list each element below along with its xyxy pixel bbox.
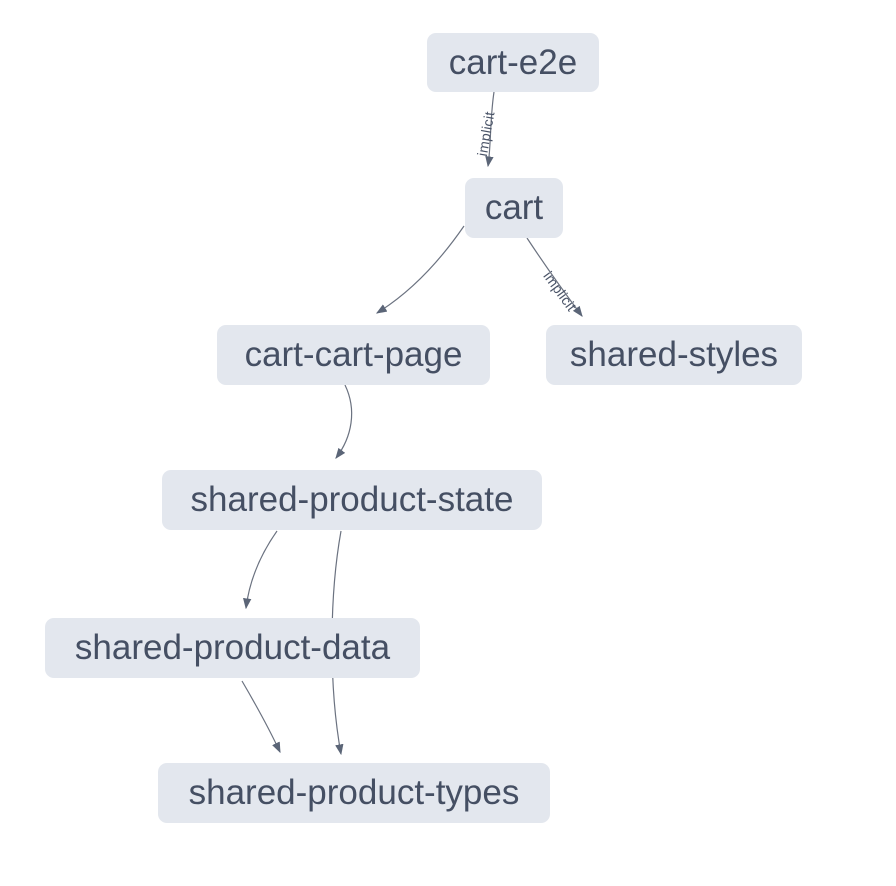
- edge-cart-to-shared-styles: [526, 237, 583, 317]
- edge-shared-product-data-to-shared-product-types: [241, 680, 281, 754]
- edge-cart-cart-page-to-shared-product-state: [335, 384, 353, 459]
- graph-node-shared-product-types[interactable]: shared-product-types: [158, 763, 550, 823]
- graph-node-shared-styles[interactable]: shared-styles: [546, 325, 802, 385]
- edge-label-implicit-shared-styles: implicit: [540, 268, 580, 314]
- edge-cart-e2e-to-cart: [485, 91, 495, 168]
- graph-node-shared-product-state[interactable]: shared-product-state: [162, 470, 542, 530]
- graph-node-shared-product-data[interactable]: shared-product-data: [45, 618, 420, 678]
- edge-cart-to-cart-cart-page: [375, 225, 465, 314]
- graph-node-cart[interactable]: cart: [465, 178, 563, 238]
- graph-node-cart-cart-page[interactable]: cart-cart-page: [217, 325, 490, 385]
- graph-node-cart-e2e[interactable]: cart-e2e: [427, 33, 599, 92]
- edge-shared-product-state-to-shared-product-data: [243, 530, 278, 610]
- edge-label-implicit-cart-e2e: implicit: [474, 110, 498, 157]
